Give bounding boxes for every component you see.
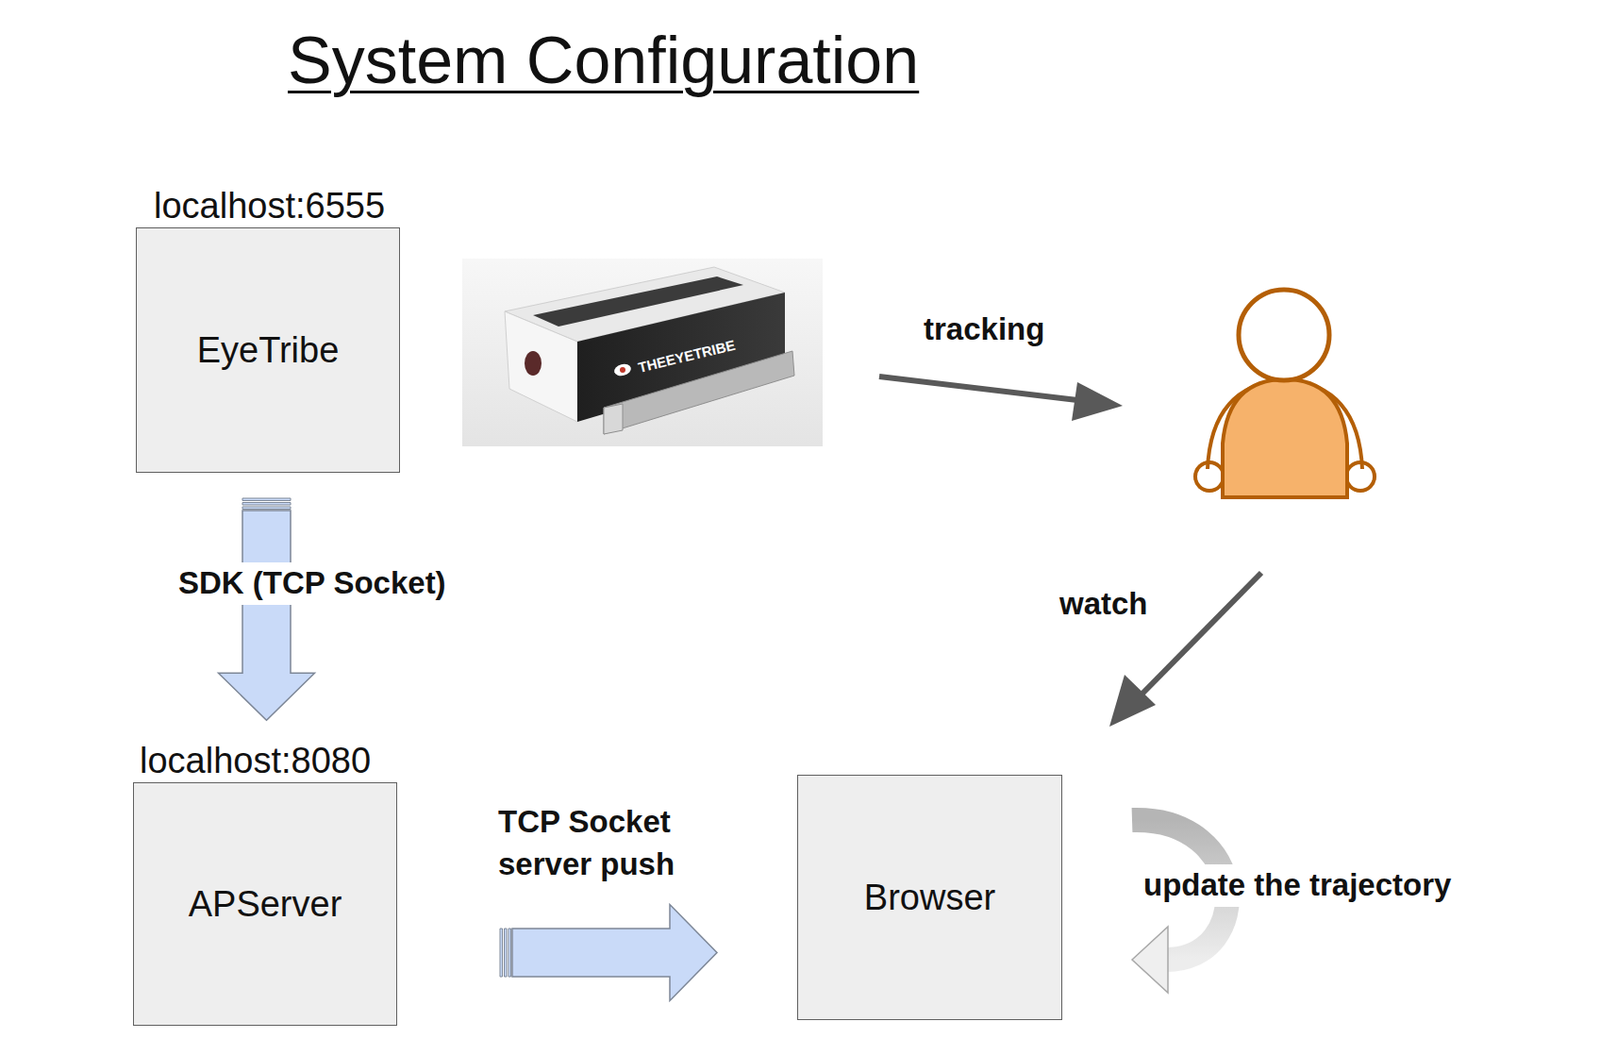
eye-tracker-device xyxy=(462,258,823,447)
arrow-body xyxy=(512,904,717,1001)
block-arrow xyxy=(500,904,717,1001)
diagram-title: System Configuration xyxy=(287,22,919,99)
arrow-tail-stripe xyxy=(500,928,503,977)
flow-label: watch xyxy=(1059,583,1149,626)
host-label: localhost:8080 xyxy=(139,740,371,783)
box-label: EyeTribe xyxy=(197,330,340,371)
user-figure xyxy=(1195,289,1375,498)
loop-label: update the trajectory xyxy=(1139,864,1455,907)
box-label: APServer xyxy=(188,883,343,925)
flow-label: tracking xyxy=(923,308,1045,351)
system-box: localhost:8080APServer xyxy=(133,782,398,1026)
connector-label: SDK (TCP Socket) xyxy=(175,562,450,605)
host-label: localhost:6555 xyxy=(153,185,385,228)
arrow-tail-stripe xyxy=(504,928,508,977)
arrow-tail-stripe xyxy=(508,928,512,977)
system-box: Browser xyxy=(797,774,1063,1020)
tracking-arrow xyxy=(879,376,1123,421)
block-arrow xyxy=(218,498,316,720)
box-label: Browser xyxy=(864,877,996,918)
arrow-tail-stripe xyxy=(242,506,291,510)
arrow-tail-stripe xyxy=(242,498,291,501)
connector-label: TCP Socket server push xyxy=(495,800,718,885)
arrow-tail-stripe xyxy=(242,502,291,506)
arrow-body xyxy=(218,510,316,720)
system-box: localhost:6555EyeTribe xyxy=(135,227,400,473)
